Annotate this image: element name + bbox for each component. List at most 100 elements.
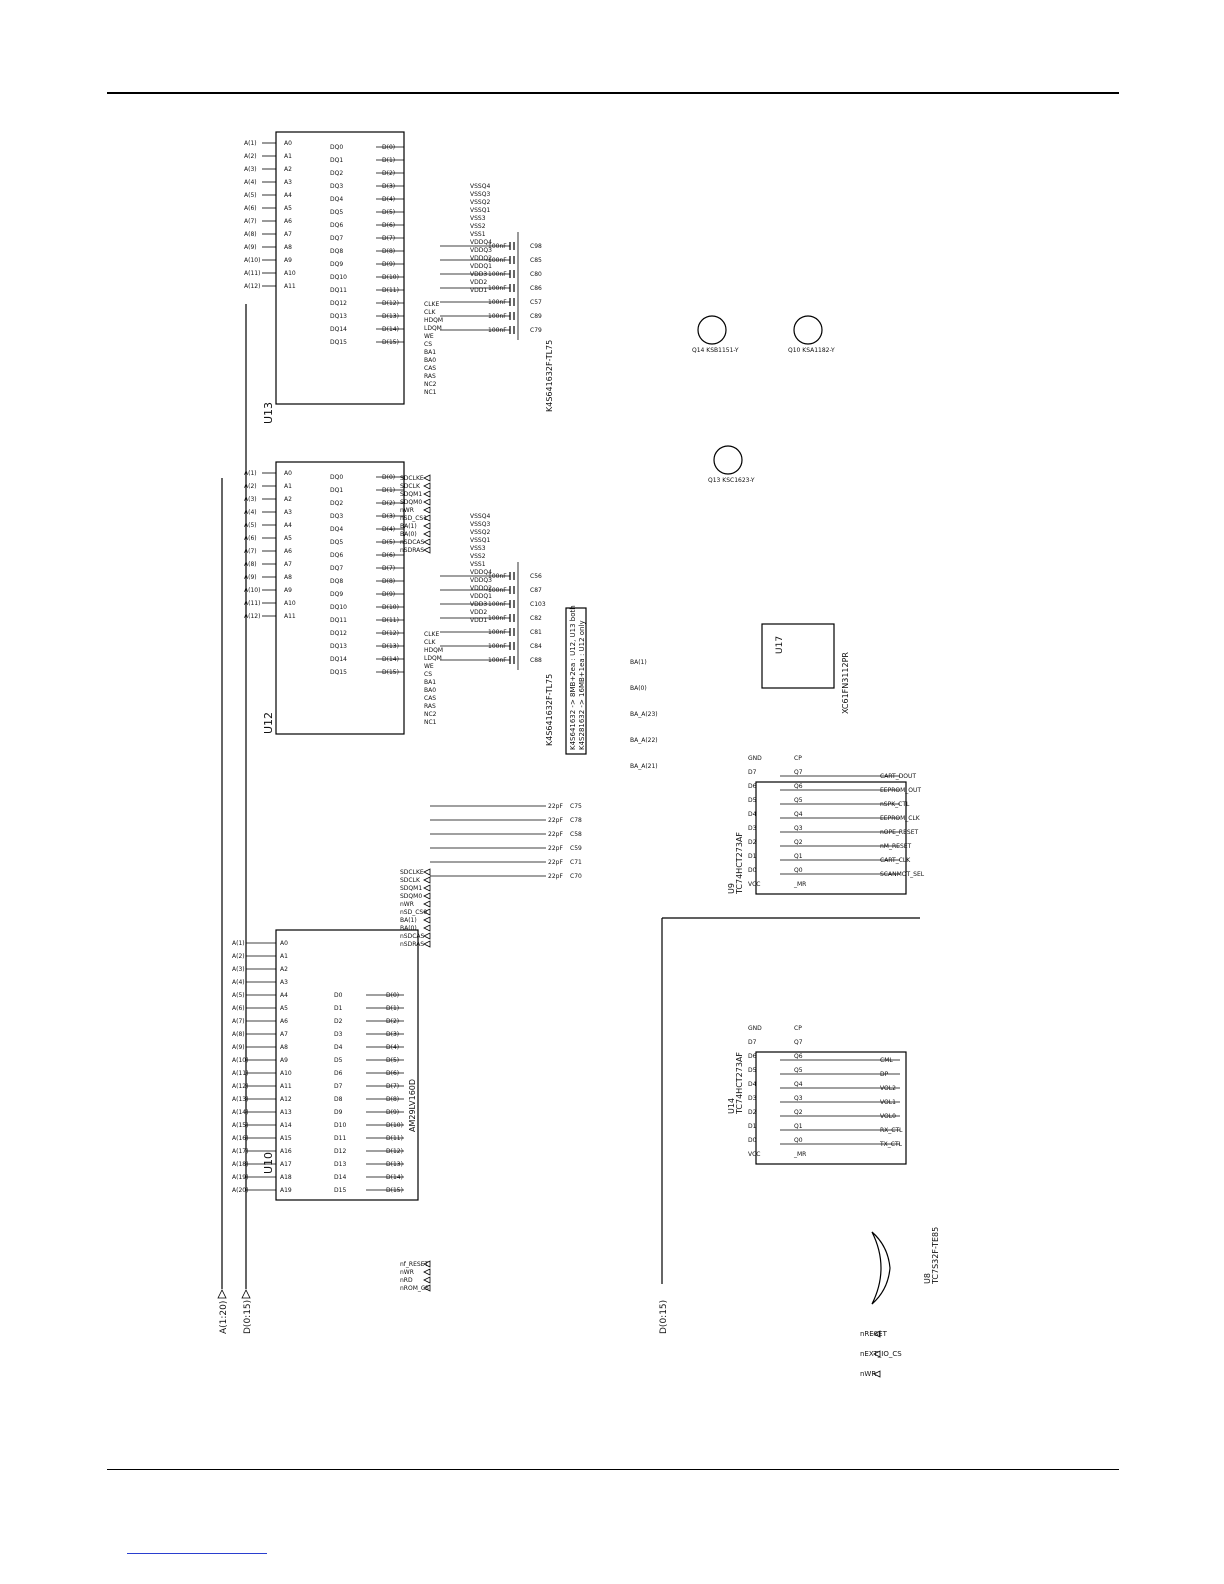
u10-data-net: D(15) xyxy=(386,1187,403,1194)
sdram-data-net: D(1) xyxy=(382,487,395,494)
latch-input-label: D6 xyxy=(748,783,757,790)
u10-pin-label: A13 xyxy=(280,1109,292,1116)
u10-addr-net: A(11) xyxy=(232,1070,248,1077)
signal-port xyxy=(423,876,431,884)
latch-output-label: Q5 xyxy=(794,797,803,804)
u10-part: AM29LV160D xyxy=(408,1079,417,1132)
sdram-power-label: VDDQ1 xyxy=(470,263,492,270)
sdram-power-label: VSS3 xyxy=(470,215,486,222)
sdram-addr-net: A(4) xyxy=(244,509,257,516)
signal-port xyxy=(423,940,431,948)
sdram-pin-label: DQ4 xyxy=(330,526,343,533)
signal-port xyxy=(423,916,431,924)
signal-name: SDQM1 xyxy=(400,885,422,892)
sdram-pin-label: A11 xyxy=(284,283,296,290)
u8-part: TC7S32F-TE85 xyxy=(931,1227,940,1285)
signal-name: BA(1) xyxy=(400,523,417,530)
sdram-power-label: VDDQ1 xyxy=(470,593,492,600)
footer-link-underline[interactable] xyxy=(127,1553,267,1554)
latch-output-label: Q7 xyxy=(794,769,803,776)
or-port-name: nEXT_IO_CS xyxy=(860,1350,902,1358)
sdram-addr-net: A(1) xyxy=(244,470,257,477)
sdram-addr-net: A(7) xyxy=(244,218,257,225)
u10-addr-net: A(16) xyxy=(232,1135,248,1142)
u10-pin-label: A9 xyxy=(280,1057,288,1064)
u14-part: TC74HCT273AF xyxy=(735,1052,744,1115)
u10-pin-label: D5 xyxy=(334,1057,343,1064)
cap-ref: C98 xyxy=(530,243,542,250)
sdram-power-label: VSSQ1 xyxy=(470,207,490,214)
sdram-data-net: D(3) xyxy=(382,513,395,520)
sdram-pin-label: DQ13 xyxy=(330,643,347,650)
u8-or-gate xyxy=(871,1231,891,1305)
latch-out-net: EEPROM_CLK xyxy=(880,815,921,822)
signal-name: SDCLKE xyxy=(400,475,424,482)
transistor-body xyxy=(793,315,823,345)
sdram-power-label: VSS1 xyxy=(470,231,486,238)
cap-value: 100nF xyxy=(488,615,507,622)
sdram-ctrl-label: CLKE xyxy=(424,301,439,308)
sdram-pin-label: DQ13 xyxy=(330,313,347,320)
sdram-pin-label: A10 xyxy=(284,600,296,607)
u12-signal-ports: nSDRASnSDCASBA(0)BA(1)nSD_CS0nWRSDQM0SDQ… xyxy=(400,868,431,948)
sdram-power-label: VDDQ3 xyxy=(470,577,492,584)
u10-addr-net: A(13) xyxy=(232,1096,248,1103)
addr-bus-label: A(1:20) xyxy=(219,1301,229,1334)
sdram-data-net: D(5) xyxy=(382,209,395,216)
latch-out-net: nOPE_RESET xyxy=(880,829,918,836)
sdram-addr-net: A(8) xyxy=(244,231,257,238)
signal-name: nRD xyxy=(400,1277,413,1284)
small-cap-ref: C70 xyxy=(570,873,582,880)
u10-pin-label: D11 xyxy=(334,1135,346,1142)
latch-input-label: D2 xyxy=(748,839,757,846)
u10-addr-net: A(9) xyxy=(232,1044,245,1051)
data-bus2-label: D(0:15) xyxy=(659,1300,669,1334)
u10-pin-label: D13 xyxy=(334,1161,346,1168)
signal-port xyxy=(423,1260,431,1268)
sdram-power-label: VDD1 xyxy=(470,617,487,624)
cap-value: 100nF xyxy=(488,629,507,636)
latch-input-label: GND xyxy=(748,755,762,762)
signal-port xyxy=(423,932,431,940)
sdram-pin-label: DQ10 xyxy=(330,604,347,611)
u10-pin-label: A12 xyxy=(280,1096,292,1103)
latch-input-label: D3 xyxy=(748,1095,757,1102)
sdram-pin-label: A3 xyxy=(284,509,292,516)
sdram-ctrl-label: CLK xyxy=(424,639,437,646)
signal-name: SDQM0 xyxy=(400,893,422,900)
sdram-ctrl-label: WE xyxy=(424,333,434,340)
signal-name: SDQM1 xyxy=(400,491,422,498)
sdram-ctrl-label: CLKE xyxy=(424,631,439,638)
u10-pin-label: D14 xyxy=(334,1174,346,1181)
sdram-data-net: D(4) xyxy=(382,526,395,533)
small-cap-value: 22pF xyxy=(548,831,563,838)
cap-ref: C85 xyxy=(530,257,542,264)
sdram-pin-label: A0 xyxy=(284,470,292,477)
sdram-pin-label: DQ3 xyxy=(330,513,343,520)
sdram-power-label: VSS1 xyxy=(470,561,486,568)
u14-pins: VCCD0D1D2D3D4D5D6D7GND_MRQ0Q1Q2Q3Q4Q5Q6Q… xyxy=(748,1025,903,1158)
sdram-data-net: D(13) xyxy=(382,643,399,650)
u10-pin-label: A16 xyxy=(280,1148,292,1155)
sdram-data-net: D(1) xyxy=(382,157,395,164)
signal-port xyxy=(423,1268,431,1276)
sdram-pin-label: DQ5 xyxy=(330,209,343,216)
sdram-data-net: D(4) xyxy=(382,196,395,203)
sdram-addr-net: A(8) xyxy=(244,561,257,568)
signal-port xyxy=(423,482,431,490)
cap-value: 100nF xyxy=(488,573,507,580)
sdram-addr-net: A(5) xyxy=(244,522,257,529)
small-cap-value: 22pF xyxy=(548,873,563,880)
u10-data-net: D(13) xyxy=(386,1161,403,1168)
sdram-data-net: D(5) xyxy=(382,539,395,546)
latch-output-label: _MR xyxy=(793,1151,806,1158)
u10-pin-label: A0 xyxy=(280,940,288,947)
u10-pin-label: D3 xyxy=(334,1031,343,1038)
u12-part: K4S641632F-TL75 xyxy=(545,674,554,746)
u10-addr-net: A(12) xyxy=(232,1083,248,1090)
u10-data-net: D(4) xyxy=(386,1044,399,1051)
u10-pin-label: A4 xyxy=(280,992,288,999)
ba-net: BA_A(22) xyxy=(630,737,658,744)
sdram-pin-label: DQ2 xyxy=(330,170,343,177)
latch-input-label: D4 xyxy=(748,1081,757,1088)
